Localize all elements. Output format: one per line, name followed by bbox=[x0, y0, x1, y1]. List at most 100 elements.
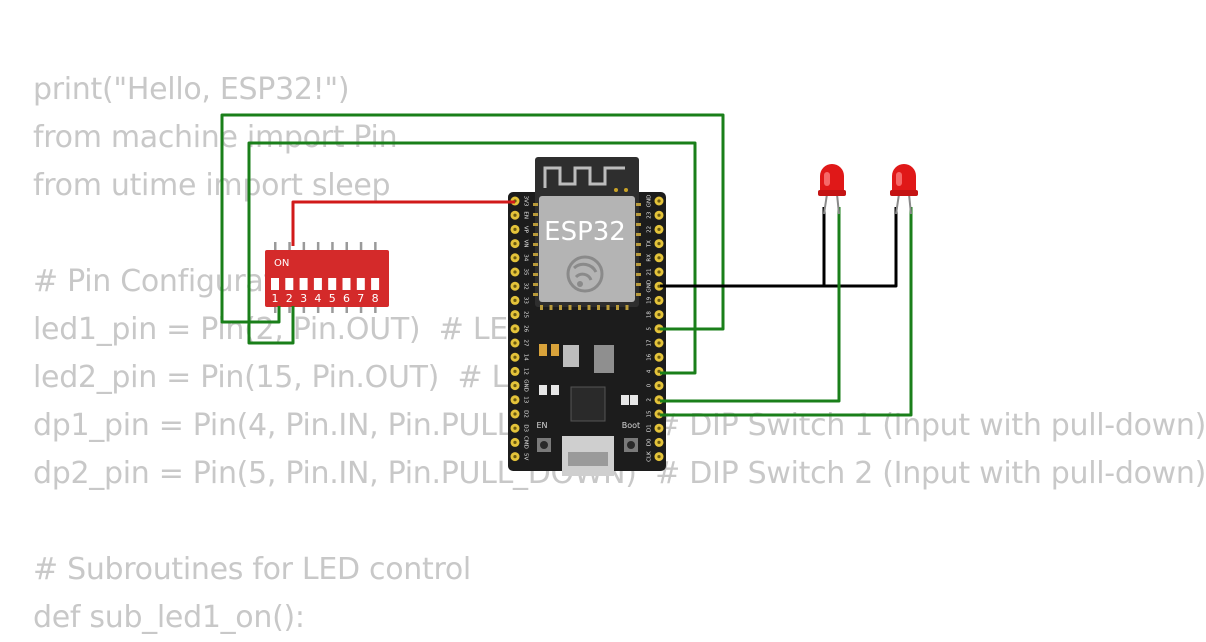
dip-pin bbox=[288, 305, 291, 313]
code-line[interactable]: # Subroutines for LED control bbox=[33, 552, 471, 587]
led-2[interactable] bbox=[890, 164, 918, 215]
dip-number-label: 5 bbox=[329, 292, 336, 305]
module-pad bbox=[636, 233, 641, 236]
module-pad bbox=[568, 305, 572, 310]
wire-gpio15-led2 bbox=[660, 207, 913, 417]
pin-label: 35 bbox=[523, 269, 529, 276]
dip-toggle[interactable] bbox=[371, 278, 380, 290]
dip-number-label: 8 bbox=[372, 292, 379, 305]
wire-dip2-to-gpio4 bbox=[247, 141, 697, 375]
module-pad bbox=[533, 273, 538, 276]
pin-label: D2 bbox=[523, 410, 529, 418]
dip-toggle[interactable] bbox=[299, 278, 308, 290]
pin-label: GND bbox=[647, 195, 653, 208]
pin-label: 34 bbox=[523, 254, 529, 261]
dip-toggle[interactable] bbox=[285, 278, 294, 290]
module-pad bbox=[533, 203, 538, 206]
module-pad bbox=[533, 223, 538, 226]
pin-label: 16 bbox=[647, 353, 653, 360]
dip-number-label: 4 bbox=[314, 292, 321, 305]
wire-gpio2-led1 bbox=[660, 207, 841, 403]
pin-label: 17 bbox=[647, 339, 653, 346]
dip-pin bbox=[274, 242, 277, 252]
module-pad bbox=[636, 283, 641, 286]
module-pad bbox=[616, 305, 619, 310]
module-pad bbox=[549, 305, 553, 310]
pin-label: D3 bbox=[523, 424, 529, 432]
dip-pin bbox=[374, 305, 377, 313]
dip-number-label: 2 bbox=[286, 292, 293, 305]
pin-label: 26 bbox=[523, 325, 529, 332]
pin-label: D1 bbox=[647, 424, 653, 432]
dip-pin bbox=[345, 242, 348, 252]
dip-pin bbox=[316, 242, 320, 252]
pin-label: 15 bbox=[647, 410, 653, 417]
dip-pin bbox=[345, 305, 348, 313]
board-components bbox=[537, 344, 638, 452]
dip-number-label: 6 bbox=[343, 292, 350, 305]
module-pad bbox=[559, 305, 562, 310]
esp32-board[interactable]: ESP32 EN Boot bbox=[508, 157, 666, 476]
pin-label: VN bbox=[523, 240, 529, 248]
pin-label: VP bbox=[523, 226, 529, 234]
pin-label: 25 bbox=[523, 311, 529, 318]
module-pad bbox=[533, 263, 538, 266]
module-pad bbox=[636, 213, 641, 216]
module-pad bbox=[636, 243, 641, 246]
wires bbox=[220, 113, 913, 417]
module-pad bbox=[533, 283, 538, 286]
pin-label: 5V bbox=[523, 453, 529, 460]
dip-pin bbox=[288, 242, 291, 252]
pin-label: 13 bbox=[523, 396, 529, 403]
dip-toggle[interactable] bbox=[356, 278, 365, 290]
code-line[interactable]: from machine import Pin bbox=[33, 120, 398, 155]
dip-on-label: ON bbox=[274, 258, 289, 269]
pin-label: 5 bbox=[647, 327, 653, 331]
pin-label: D0 bbox=[647, 438, 653, 446]
wire-5v-red bbox=[291, 200, 515, 246]
module-pad bbox=[533, 253, 538, 256]
code-line[interactable]: print("Hello, ESP32!") bbox=[33, 72, 350, 107]
pin-label: 23 bbox=[647, 211, 653, 218]
dip-pin bbox=[359, 242, 363, 252]
boot-button-label: Boot bbox=[622, 421, 640, 430]
module-pad bbox=[597, 305, 600, 310]
wire-dip1-to-gpio5 bbox=[220, 113, 725, 331]
module-pad bbox=[533, 233, 538, 236]
module-pad bbox=[636, 293, 641, 296]
pin-label: TX bbox=[647, 240, 653, 248]
led-1[interactable] bbox=[818, 164, 846, 215]
module-pad bbox=[533, 213, 538, 216]
pin-label: GND bbox=[523, 379, 529, 392]
dip-toggle[interactable] bbox=[342, 278, 351, 290]
pin-label: 33 bbox=[523, 297, 529, 304]
module-pad bbox=[636, 203, 641, 206]
pin-label: 19 bbox=[647, 296, 653, 303]
module-pad bbox=[533, 293, 538, 296]
module-pad bbox=[533, 243, 538, 246]
dip-pin bbox=[302, 305, 306, 313]
pin-label: CLK bbox=[647, 451, 653, 462]
pin-label: 0 bbox=[647, 383, 653, 387]
pin-label: 4 bbox=[647, 369, 653, 373]
dip-toggle[interactable] bbox=[271, 278, 279, 290]
module-pad bbox=[540, 305, 543, 310]
dip-pin bbox=[302, 242, 306, 252]
pin-label: 32 bbox=[523, 283, 529, 290]
module-pad bbox=[636, 253, 641, 256]
code-line[interactable]: led2_pin = Pin(15, Pin.OUT) # LED 2 bbox=[33, 360, 578, 395]
dip-switch-body bbox=[265, 250, 389, 307]
pin-label: CMD bbox=[523, 436, 529, 449]
pin-label: RX bbox=[647, 254, 653, 262]
dip-pin bbox=[331, 242, 334, 252]
dip-toggle[interactable] bbox=[313, 278, 322, 290]
dip-number-label: 7 bbox=[357, 292, 364, 305]
pin-label: 14 bbox=[523, 354, 529, 361]
dip-pin bbox=[359, 305, 363, 313]
pin-label: 22 bbox=[647, 226, 653, 233]
code-line[interactable]: def sub_led1_on(): bbox=[33, 600, 305, 635]
module-pad bbox=[636, 223, 641, 226]
dip-toggle[interactable] bbox=[328, 278, 337, 290]
